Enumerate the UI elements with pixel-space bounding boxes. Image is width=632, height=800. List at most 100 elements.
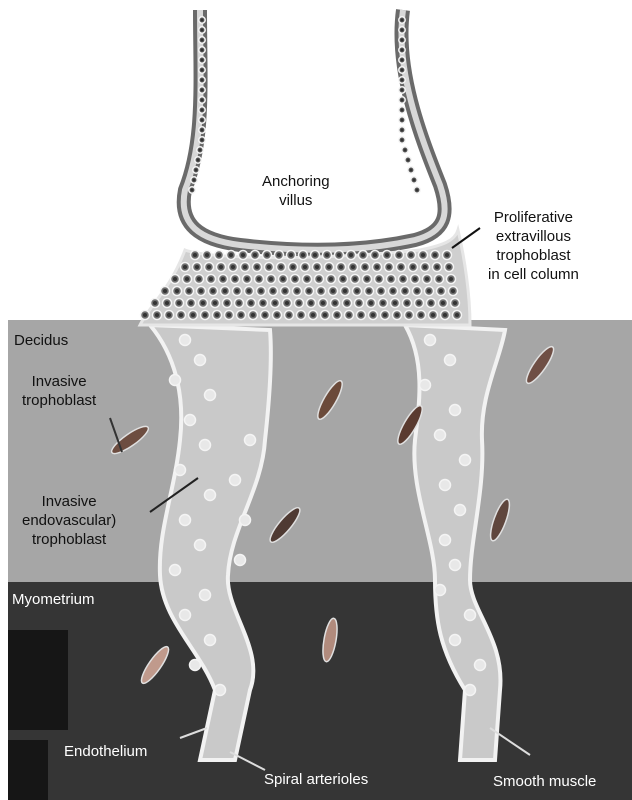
column-cell-nucleus (319, 289, 323, 293)
column-cell-nucleus (299, 313, 303, 317)
column-cell-nucleus (187, 289, 191, 293)
column-cell-nucleus (249, 301, 253, 305)
column-cell-nucleus (375, 265, 379, 269)
column-cell-nucleus (427, 289, 431, 293)
column-cell-nucleus (183, 265, 187, 269)
villus-wall-cell-nucleus (201, 59, 204, 62)
villus-wall-cell-nucleus (413, 179, 416, 182)
column-cell-nucleus (163, 289, 167, 293)
column-cell-nucleus (397, 253, 401, 257)
column-cell-nucleus (285, 301, 289, 305)
endovascular-cell (435, 430, 446, 441)
column-cell-nucleus (281, 277, 285, 281)
column-cell-nucleus (341, 277, 345, 281)
villus-wall-cell-nucleus (201, 49, 204, 52)
endovascular-cell (465, 685, 476, 696)
column-cell-nucleus (267, 265, 271, 269)
endovascular-cell (195, 355, 206, 366)
villus-wall-cell-nucleus (201, 109, 204, 112)
endovascular-cell (245, 435, 256, 446)
proliferative-label: Proliferative extravillous trophoblast i… (488, 208, 579, 284)
column-cell-nucleus (211, 289, 215, 293)
column-cell-nucleus (331, 289, 335, 293)
anchoring-villus-label: Anchoring villus (262, 172, 330, 210)
column-cell-nucleus (445, 253, 449, 257)
villus-wall-cell-nucleus (193, 179, 196, 182)
villus-wall-cell-nucleus (401, 19, 404, 22)
column-cell-nucleus (259, 289, 263, 293)
endovascular-cell (175, 465, 186, 476)
column-cell-nucleus (289, 253, 293, 257)
column-cell-nucleus (219, 265, 223, 269)
column-cell-nucleus (333, 301, 337, 305)
column-cell-nucleus (337, 253, 341, 257)
endovascular-cell (190, 660, 201, 671)
villus-wall-cell-nucleus (404, 149, 407, 152)
column-cell-nucleus (411, 265, 415, 269)
column-cell-nucleus (195, 265, 199, 269)
column-cell-nucleus (435, 265, 439, 269)
villus-wall-cell-nucleus (410, 169, 413, 172)
column-cell-nucleus (205, 253, 209, 257)
invasive-endovascular-label-line: Invasive (22, 492, 116, 511)
endovascular-cell (205, 490, 216, 501)
villus-wall-cell-nucleus (199, 149, 202, 152)
invasive-trophoblast-label-line: trophoblast (22, 391, 96, 410)
endovascular-cell (180, 515, 191, 526)
endovascular-cell (460, 455, 471, 466)
villus-wall-cell-nucleus (201, 139, 204, 142)
column-cell-nucleus (263, 313, 267, 317)
column-cell-nucleus (243, 265, 247, 269)
column-cell-nucleus (313, 253, 317, 257)
column-cell-nucleus (311, 313, 315, 317)
villus-wall-cell-nucleus (401, 89, 404, 92)
column-cell-nucleus (437, 277, 441, 281)
column-cell-nucleus (231, 265, 235, 269)
column-cell-nucleus (419, 313, 423, 317)
column-cell-nucleus (423, 265, 427, 269)
column-cell-nucleus (421, 253, 425, 257)
endovascular-cell (185, 415, 196, 426)
endovascular-cell (435, 585, 446, 596)
column-cell-nucleus (239, 313, 243, 317)
column-cell-nucleus (387, 265, 391, 269)
column-cell-nucleus (329, 277, 333, 281)
villus-wall-cell-nucleus (201, 19, 204, 22)
column-cell-nucleus (201, 301, 205, 305)
column-cell-nucleus (305, 277, 309, 281)
column-cell-nucleus (297, 301, 301, 305)
column-cell-nucleus (391, 289, 395, 293)
villus-wall-cell-nucleus (201, 39, 204, 42)
column-cell-nucleus (277, 253, 281, 257)
myometrium-dark-band (8, 740, 48, 800)
villus-wall-cell-nucleus (201, 79, 204, 82)
villus-wall-cell-nucleus (201, 69, 204, 72)
column-cell-nucleus (351, 265, 355, 269)
anchoring-villus-label-line: villus (262, 191, 330, 210)
endovascular-cell (440, 480, 451, 491)
column-cell-nucleus (265, 253, 269, 257)
column-cell-nucleus (371, 313, 375, 317)
anchoring-villus-label-line: Anchoring (262, 172, 330, 191)
column-cell-nucleus (153, 301, 157, 305)
column-cell-nucleus (325, 253, 329, 257)
myometrium-label: Myometrium (12, 590, 95, 609)
endovascular-cell (420, 380, 431, 391)
column-cell-nucleus (361, 253, 365, 257)
column-cell-nucleus (425, 277, 429, 281)
column-cell-nucleus (455, 313, 459, 317)
villus-wall-cell-nucleus (201, 129, 204, 132)
column-cell-nucleus (199, 289, 203, 293)
column-cell-nucleus (257, 277, 261, 281)
column-cell-nucleus (345, 301, 349, 305)
column-cell-nucleus (367, 289, 371, 293)
column-cell-nucleus (405, 301, 409, 305)
column-cell-nucleus (279, 265, 283, 269)
column-cell-nucleus (401, 277, 405, 281)
villus-wall-cell-nucleus (416, 189, 419, 192)
column-cell-nucleus (303, 265, 307, 269)
column-cell-nucleus (359, 313, 363, 317)
proliferative-label-line: Proliferative (488, 208, 579, 227)
endovascular-cell (455, 505, 466, 516)
